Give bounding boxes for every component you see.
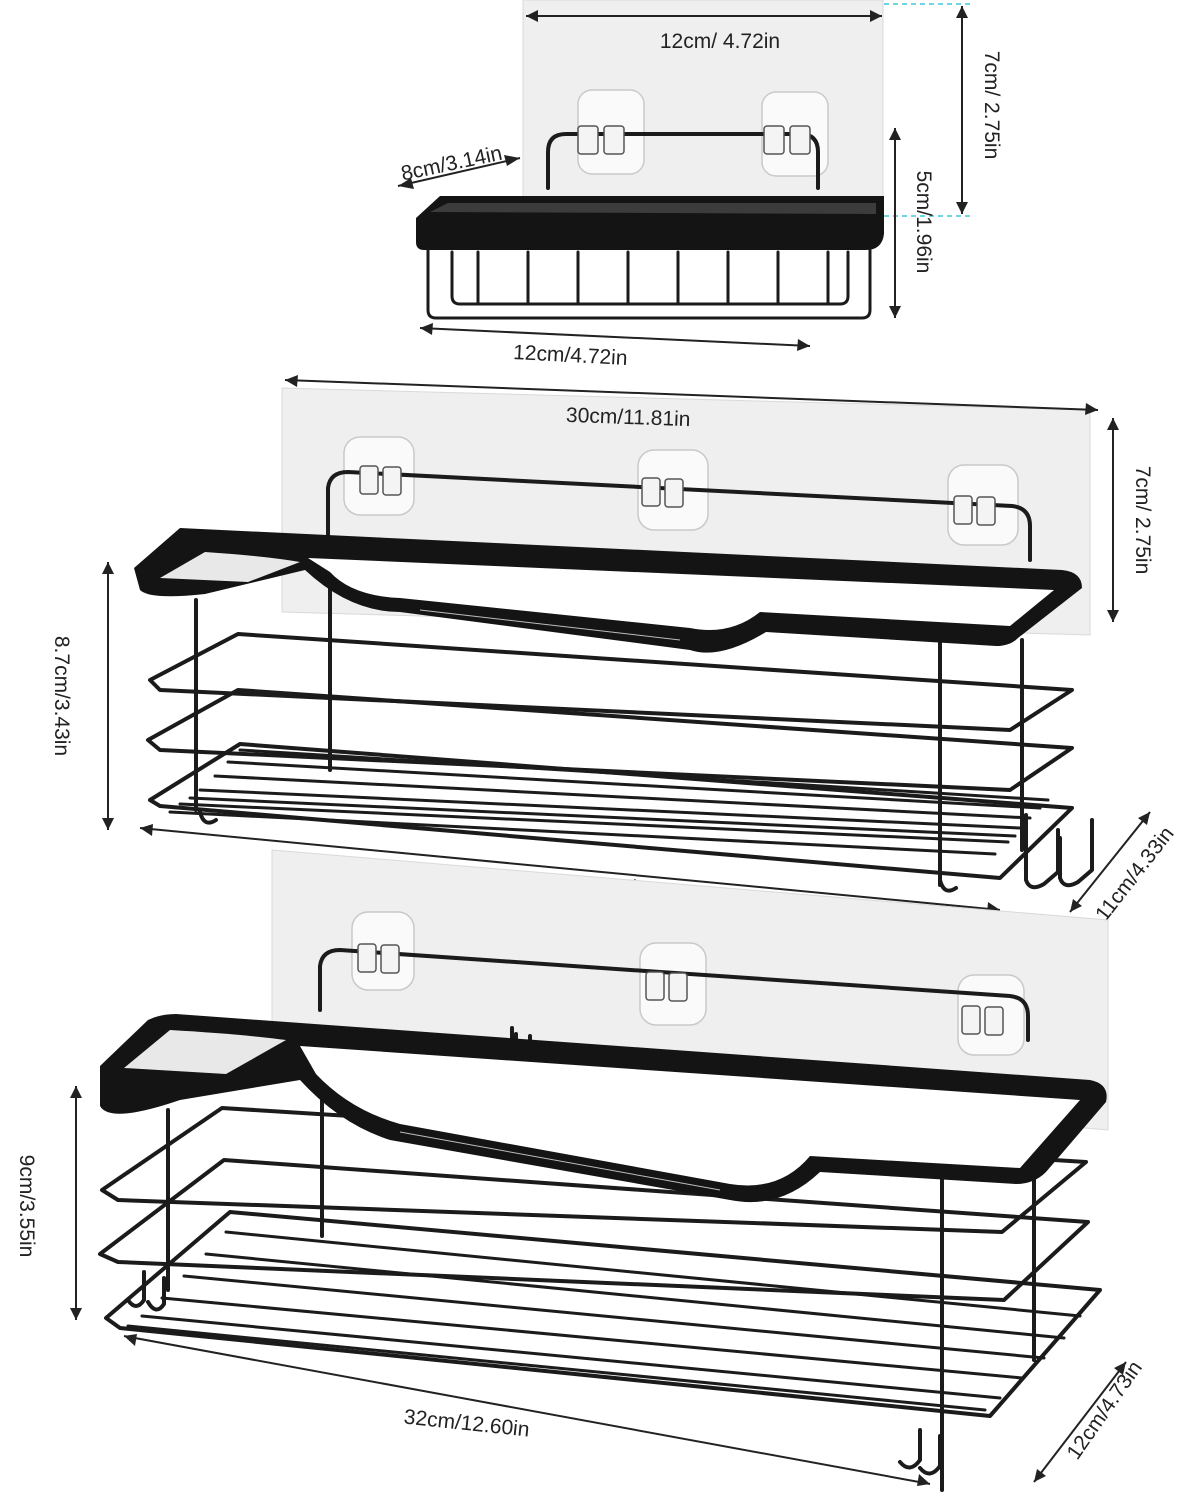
large-hook-clip xyxy=(380,944,400,974)
large-hook-clip xyxy=(668,972,688,1002)
large-depth-label: 12cm/4.73in xyxy=(1062,1357,1146,1464)
medium-plate-height-label: 7cm/ 2.75in xyxy=(1131,466,1154,575)
dimension-small-rail-height: 5cm/1.96in xyxy=(889,128,935,318)
medium-hook-clip xyxy=(976,496,996,526)
dimension-small-plate-width: 12cm/ 4.72in xyxy=(526,10,882,53)
large-hook-clip xyxy=(645,971,665,1001)
small-plate-height-label: 7cm/ 2.75in xyxy=(980,51,1003,160)
small-caddy: 12cm/ 4.72in 7cm/ 2.75in 5cm/1.96in 8cm/… xyxy=(397,0,1003,370)
small-basket-width-label: 12cm/4.72in xyxy=(513,341,628,370)
medium-hook-clip xyxy=(359,465,379,495)
dimension-large-basket-height: 9cm/3.55in xyxy=(15,1086,82,1320)
dimension-medium-basket-height: 8.7cm/3.43in xyxy=(50,562,114,830)
large-hook-clip xyxy=(984,1006,1004,1036)
large-caddy: 9cm/3.55in 32cm/12.60in 12cm/4.73in xyxy=(15,849,1147,1492)
dimension-small-depth: 8cm/3.14in xyxy=(397,142,521,189)
small-wire-basket xyxy=(426,248,872,320)
medium-hook-clip xyxy=(953,495,973,525)
medium-basket-height-label: 8.7cm/3.43in xyxy=(50,636,73,756)
large-hook-clip xyxy=(357,943,377,973)
dimension-medium-plate-width: 30cm/11.81in xyxy=(284,375,1099,431)
medium-caddy: 30cm/11.81in 7cm/ 2.75in 8.7cm/3.43in 30… xyxy=(50,375,1179,926)
small-plate-width-label: 12cm/ 4.72in xyxy=(660,30,780,53)
medium-hook-clip xyxy=(664,478,684,508)
dimension-small-basket-width: 12cm/4.72in xyxy=(419,323,811,370)
small-hook-clip xyxy=(789,125,811,155)
small-depth-label: 8cm/3.14in xyxy=(399,142,504,186)
medium-hook-clip xyxy=(641,477,661,507)
small-tray-frame xyxy=(416,196,884,250)
large-hook-clip xyxy=(961,1005,981,1035)
medium-plate-width-label: 30cm/11.81in xyxy=(566,404,691,431)
small-hook-clip xyxy=(763,125,785,155)
medium-wire-basket xyxy=(146,558,1094,893)
large-basket-width-label: 32cm/12.60in xyxy=(403,1406,531,1442)
dimension-medium-depth: 11cm/4.33in xyxy=(1069,811,1179,926)
dimension-large-depth: 12cm/4.73in xyxy=(1033,1357,1147,1483)
small-hook-clip xyxy=(603,125,625,155)
dimension-small-plate-height: 7cm/ 2.75in xyxy=(884,3,1003,217)
small-hook-clip xyxy=(577,125,599,155)
large-basket-height-label: 9cm/3.55in xyxy=(15,1155,38,1258)
dimension-medium-plate-height: 7cm/ 2.75in xyxy=(1107,418,1154,622)
small-rail-height-label: 5cm/1.96in xyxy=(912,171,935,274)
medium-hook-clip xyxy=(382,466,402,496)
small-hanging-rail xyxy=(546,132,820,190)
medium-depth-label: 11cm/4.33in xyxy=(1091,822,1179,925)
